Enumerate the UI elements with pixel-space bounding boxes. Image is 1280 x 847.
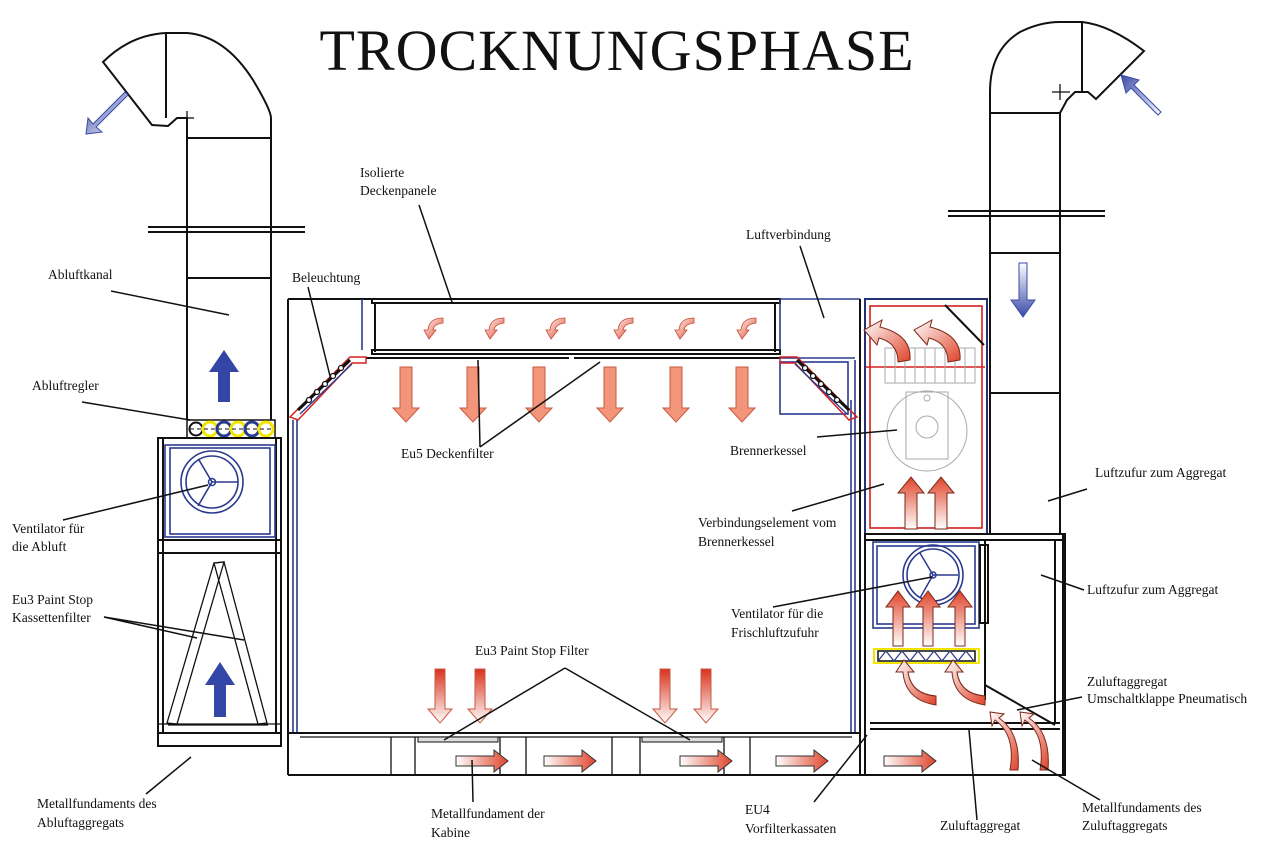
light-fixture-left bbox=[288, 356, 367, 421]
floor-right-arrow bbox=[679, 748, 733, 774]
ceiling-curl-arrow bbox=[613, 317, 634, 340]
exhaust-up-arrow bbox=[209, 350, 239, 402]
label-luftzufuhr-aggregat-1: Luftzufur zum Aggregat bbox=[1095, 465, 1226, 480]
ceiling-down-arrow bbox=[391, 366, 421, 423]
supply-unit bbox=[864, 533, 1066, 776]
burner-up-arrow bbox=[926, 476, 956, 530]
ceiling-down-arrow bbox=[524, 366, 554, 423]
intake-curl-arrow bbox=[895, 659, 937, 706]
exhaust-duct bbox=[101, 32, 305, 420]
label-abluftkanal: Abluftkanal bbox=[48, 267, 113, 282]
exhaust-filter-up-arrow bbox=[205, 662, 235, 717]
burner-curl-arrow bbox=[913, 318, 961, 363]
floor-right-arrow bbox=[775, 748, 829, 774]
burner-curl-arrow bbox=[863, 318, 911, 363]
label-brennerkessel: Brennerkessel bbox=[730, 443, 807, 458]
burner-up-arrow bbox=[896, 476, 926, 530]
ceiling-curl-arrows bbox=[423, 317, 757, 340]
floor-down-arrow bbox=[651, 668, 679, 724]
ceiling-down-arrow bbox=[595, 366, 625, 423]
diagram-title: TROCKNUNGSPHASE bbox=[319, 18, 914, 83]
intake-curl-arrow bbox=[989, 711, 1019, 771]
exhaust-fan-icon bbox=[180, 450, 244, 514]
ceiling-down-arrow bbox=[727, 366, 757, 423]
intake-inlet-arrow bbox=[1120, 74, 1162, 116]
floor-right-arrow bbox=[543, 748, 597, 774]
supply-fan-icon bbox=[902, 544, 964, 606]
intake-curl-arrow bbox=[1019, 711, 1049, 771]
ceiling-curl-arrow bbox=[545, 317, 566, 340]
exhaust-outlet-arrow bbox=[85, 91, 129, 135]
floor-right-arrow bbox=[455, 748, 509, 774]
floor-right-arrows bbox=[455, 748, 937, 774]
ceiling-curl-arrow bbox=[674, 317, 695, 340]
label-luftverbindung: Luftverbindung bbox=[746, 227, 831, 242]
label-eu5-deckenfilter: Eu5 Deckenfilter bbox=[401, 446, 494, 461]
intake-duct bbox=[948, 21, 1146, 534]
supply-up-arrow bbox=[947, 590, 973, 647]
ceiling-curl-arrow bbox=[423, 317, 444, 340]
ceiling-down-arrow bbox=[661, 366, 691, 423]
floor-down-arrow bbox=[692, 668, 720, 724]
floor-down-arrow bbox=[466, 668, 494, 724]
ceiling-down-arrows bbox=[391, 366, 757, 423]
burner-airflow-arrows bbox=[863, 318, 961, 530]
light-fixture-right bbox=[779, 356, 859, 421]
label-beleuchtung: Beleuchtung bbox=[292, 270, 360, 285]
leader-lines bbox=[62, 204, 1101, 821]
floor-down-arrows bbox=[426, 668, 720, 724]
cabin-structure bbox=[287, 298, 1063, 776]
ceiling-down-arrow bbox=[458, 366, 488, 423]
ceiling-curl-arrow bbox=[736, 317, 757, 340]
supply-airflow-arrows bbox=[885, 590, 1049, 771]
floor-right-arrow bbox=[883, 748, 937, 774]
label-luftzufuhr-aggregat-2: Luftzufur zum Aggregat bbox=[1087, 582, 1218, 597]
label-abluftregler: Abluftregler bbox=[32, 378, 99, 393]
supply-up-arrow bbox=[915, 590, 941, 647]
intake-down-arrow bbox=[1010, 262, 1036, 318]
intake-curl-arrow bbox=[944, 659, 986, 706]
ceiling-curl-arrow bbox=[484, 317, 505, 340]
cassette-filter bbox=[166, 561, 268, 726]
exhaust-damper bbox=[186, 419, 276, 439]
supply-up-arrow bbox=[885, 590, 911, 647]
label-paint-stop-filter: Eu3 Paint Stop Filter bbox=[475, 643, 589, 658]
label-zuluftaggregat: Zuluftaggregat bbox=[940, 818, 1020, 833]
exhaust-unit bbox=[157, 437, 282, 747]
floor-down-arrow bbox=[426, 668, 454, 724]
